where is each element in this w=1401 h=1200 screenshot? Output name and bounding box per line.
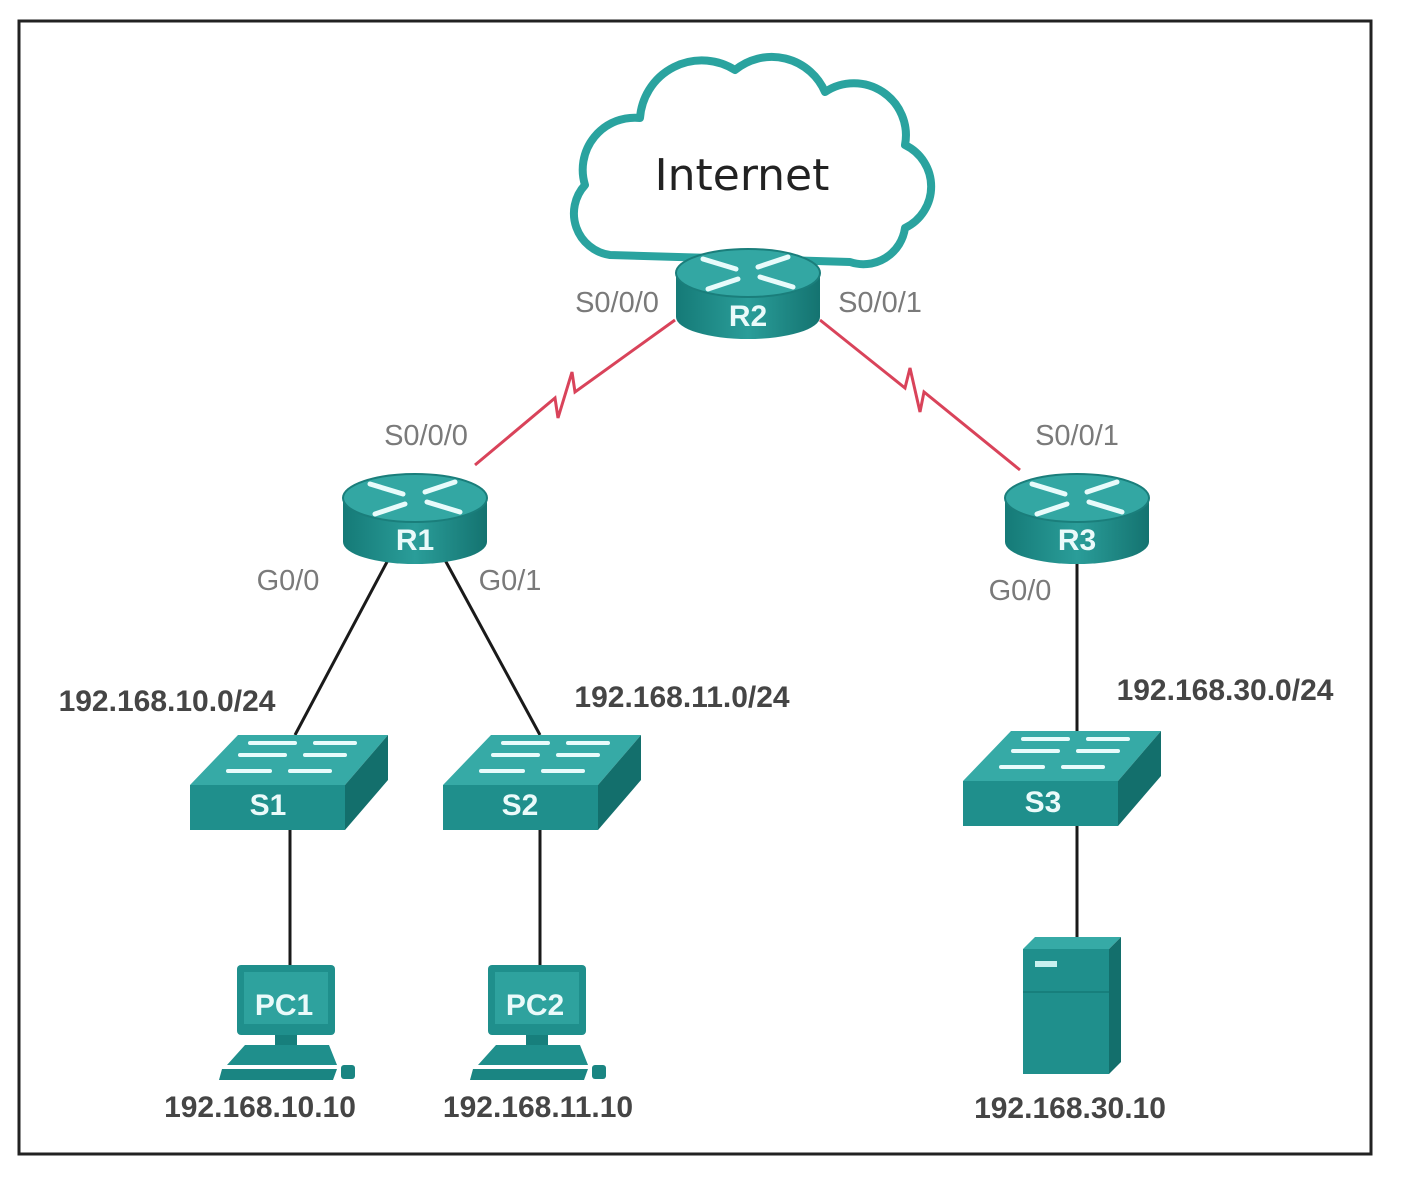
cloud-icon [569, 52, 936, 269]
router-r3[interactable]: R3 [1005, 474, 1149, 564]
interface-label-r1-s000: S0/0/0 [384, 420, 468, 452]
switch-s3[interactable]: S3 [961, 729, 1163, 828]
ethernet-link-r1-s1 [293, 559, 390, 736]
network-label-lan10: 192.168.10.0/24 [59, 685, 276, 718]
network-label-lan30: 192.168.30.0/24 [1117, 674, 1334, 707]
cloud-label: Internet [655, 150, 830, 201]
interface-label-r1-g01: G0/1 [479, 565, 542, 597]
serial-link-r2-r1 [474, 318, 676, 467]
pc1-ip-label: 192.168.10.10 [164, 1091, 356, 1124]
switch-label: S2 [502, 789, 539, 822]
pc-icon [219, 965, 355, 1080]
switch-label: S3 [1025, 786, 1062, 819]
pc-label: PC2 [506, 989, 564, 1022]
serial-link-r2-r3 [819, 318, 1021, 472]
internet-cloud: Internet [569, 52, 936, 269]
pc-pc2[interactable]: PC2 [470, 965, 606, 1080]
server[interactable] [1022, 936, 1122, 1075]
interface-label-r3-s001: S0/0/1 [1035, 420, 1119, 452]
server-ip-label: 192.168.30.10 [974, 1092, 1166, 1125]
switch-label: S1 [250, 789, 287, 822]
pc-icon [470, 965, 606, 1080]
pc-pc1[interactable]: PC1 [219, 965, 355, 1080]
router-r2[interactable]: R2 [676, 249, 820, 339]
router-label: R2 [729, 300, 767, 333]
interface-label-r2-s000: S0/0/0 [575, 287, 659, 319]
router-label: R3 [1058, 524, 1096, 557]
router-r1[interactable]: R1 [343, 474, 487, 564]
switch-s1[interactable]: S1 [188, 733, 390, 832]
interface-label-r1-g00: G0/0 [257, 565, 320, 597]
interface-label-r3-g00: G0/0 [989, 575, 1052, 607]
network-label-lan11: 192.168.11.0/24 [574, 681, 790, 714]
interface-label-r2-s001: S0/0/1 [838, 287, 922, 319]
switch-s2[interactable]: S2 [441, 733, 643, 832]
router-label: R1 [396, 524, 434, 557]
pc2-ip-label: 192.168.11.10 [443, 1091, 633, 1124]
server-icon [1022, 936, 1122, 1075]
pc-label: PC1 [255, 989, 313, 1022]
ethernet-link-r1-s2 [443, 559, 542, 736]
